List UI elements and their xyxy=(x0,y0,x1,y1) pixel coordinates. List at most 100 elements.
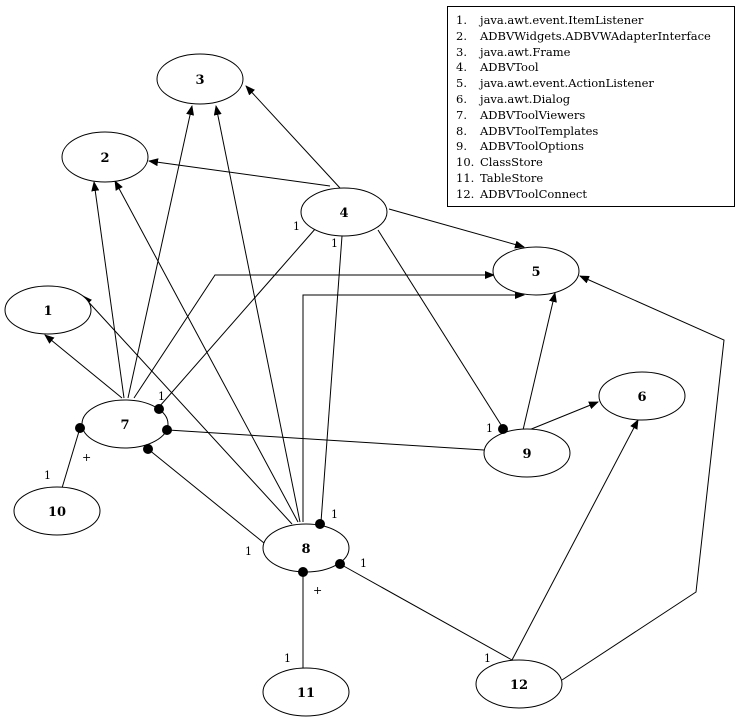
node-2-label: 2 xyxy=(100,151,109,166)
edge-7-to-5 xyxy=(133,271,495,399)
dot-8-right xyxy=(335,559,345,569)
mult-4-to-7: 1 xyxy=(293,220,300,233)
node-4[interactable]: 4 xyxy=(300,187,388,237)
legend-text: ADBVToolViewers xyxy=(480,107,586,122)
node-2[interactable]: 2 xyxy=(61,131,149,183)
node-3-label: 3 xyxy=(195,73,204,88)
mult-9-top: 1 xyxy=(486,422,493,435)
node-12-label: 12 xyxy=(510,678,528,693)
mult-10: 1 xyxy=(44,469,51,482)
arrows xyxy=(44,85,725,681)
dot-8-top xyxy=(315,519,325,529)
legend-text: java.awt.Dialog xyxy=(480,91,571,106)
legend-item-2: 2. ADBVWidgets.ADBVWAdapterInterface xyxy=(456,29,734,45)
legend-item-9: 9. ADBVToolOptions xyxy=(456,139,734,155)
mult-8-top: 1 xyxy=(331,508,338,521)
edge-9-to-5 xyxy=(522,292,557,431)
dot-7-top xyxy=(154,404,164,414)
node-5[interactable]: 5 xyxy=(492,246,580,296)
mult-7-plus: + xyxy=(82,451,91,464)
associations xyxy=(61,227,513,672)
legend-box: 1.java.awt.event.ItemListener 2. ADBVWidg… xyxy=(447,6,735,207)
legend-num: 8. xyxy=(456,123,467,138)
mult-4-to-8: 1 xyxy=(331,237,338,250)
edge-9-to-6 xyxy=(523,401,599,433)
legend-num: 11. xyxy=(456,170,475,185)
dot-7-right xyxy=(162,425,172,435)
assoc-8-12 xyxy=(339,563,513,661)
edge-4-to-5 xyxy=(388,208,525,249)
legend-num: 9. xyxy=(456,139,467,154)
assoc-4-8 xyxy=(320,235,343,523)
dot-7-bottom xyxy=(143,444,153,454)
assoc-4-7 xyxy=(158,227,317,408)
legend-text: java.awt.event.ActionListener xyxy=(480,76,654,91)
node-1-label: 1 xyxy=(43,304,52,319)
node-9-label: 9 xyxy=(522,447,531,462)
legend-text: ADBVWidgets.ADBVWAdapterInterface xyxy=(480,28,711,43)
legend-item-6: 6. java.awt.Dialog xyxy=(456,92,734,108)
edge-8-to-3 xyxy=(213,105,301,523)
edge-4-to-3 xyxy=(245,85,341,189)
node-10-label: 10 xyxy=(48,505,66,520)
mult-12: 1 xyxy=(484,652,491,665)
legend-list: 1.java.awt.event.ItemListener 2. ADBVWidg… xyxy=(456,13,734,203)
legend-num: 2. xyxy=(456,28,467,43)
legend-text: ADBVTool xyxy=(480,60,539,75)
legend-num: 12. xyxy=(456,186,475,201)
dot-8-bottom xyxy=(298,567,308,577)
legend-item-11: 11.TableStore xyxy=(456,171,734,187)
legend-num: 7. xyxy=(456,107,467,122)
legend-num: 6. xyxy=(456,91,467,106)
edge-12-to-6 xyxy=(511,419,639,661)
assoc-4-9 xyxy=(377,229,504,429)
edge-8-to-5 xyxy=(302,291,525,522)
node-5-label: 5 xyxy=(531,265,540,280)
legend-item-3: 3. java.awt.Frame xyxy=(456,45,734,61)
legend-text: ADBVToolConnect xyxy=(480,186,587,201)
legend-item-8: 8. ADBVToolTemplates xyxy=(456,124,734,140)
node-6-label: 6 xyxy=(637,390,646,405)
legend-text: java.awt.event.ItemListener xyxy=(480,13,644,27)
edge-7-to-2 xyxy=(91,181,125,399)
node-12[interactable]: 12 xyxy=(475,659,563,709)
node-11[interactable]: 11 xyxy=(262,667,350,717)
legend-item-4: 4. ADBVTool xyxy=(456,60,734,76)
node-6[interactable]: 6 xyxy=(598,371,686,421)
node-11-label: 11 xyxy=(297,686,315,701)
legend-item-7: 7. ADBVToolViewers xyxy=(456,108,734,124)
legend-num: 5. xyxy=(456,76,467,91)
legend-item-1: 1.java.awt.event.ItemListener xyxy=(456,13,734,29)
node-9[interactable]: 9 xyxy=(483,428,571,478)
legend-text: java.awt.Frame xyxy=(480,44,571,59)
association-dots xyxy=(75,404,508,577)
nodes: 1 2 3 4 5 6 7 xyxy=(4,53,686,717)
assoc-7-9 xyxy=(167,429,485,451)
mult-8-left: 1 xyxy=(245,545,252,558)
node-10[interactable]: 10 xyxy=(13,486,101,536)
node-1[interactable]: 1 xyxy=(4,285,92,335)
mult-11: 1 xyxy=(284,652,291,665)
legend-item-5: 5. java.awt.event.ActionListener xyxy=(456,76,734,92)
assoc-7-10 xyxy=(61,427,81,489)
legend-num: 10. xyxy=(456,155,475,170)
edge-8-to-1 xyxy=(82,295,293,525)
legend-text: ADBVToolOptions xyxy=(480,139,584,154)
legend-item-12: 12. ADBVToolConnect xyxy=(456,187,734,203)
edge-8-to-2 xyxy=(114,180,299,523)
dot-9-top xyxy=(498,424,508,434)
edge-7-to-1 xyxy=(44,334,123,399)
dot-7-left xyxy=(75,423,85,433)
mult-8-right: 1 xyxy=(360,557,367,570)
legend-text: ADBVToolTemplates xyxy=(480,123,599,138)
node-7-label: 7 xyxy=(120,418,129,433)
mult-7-top: 1 xyxy=(158,390,165,403)
legend-num: 4. xyxy=(456,60,467,75)
mult-8-plus: + xyxy=(313,584,322,597)
edge-7-to-3 xyxy=(127,105,194,399)
node-3[interactable]: 3 xyxy=(156,53,244,105)
legend-num: 3. xyxy=(456,44,467,59)
edge-4-to-2 xyxy=(148,158,331,187)
edge-12-to-5 xyxy=(561,275,725,681)
